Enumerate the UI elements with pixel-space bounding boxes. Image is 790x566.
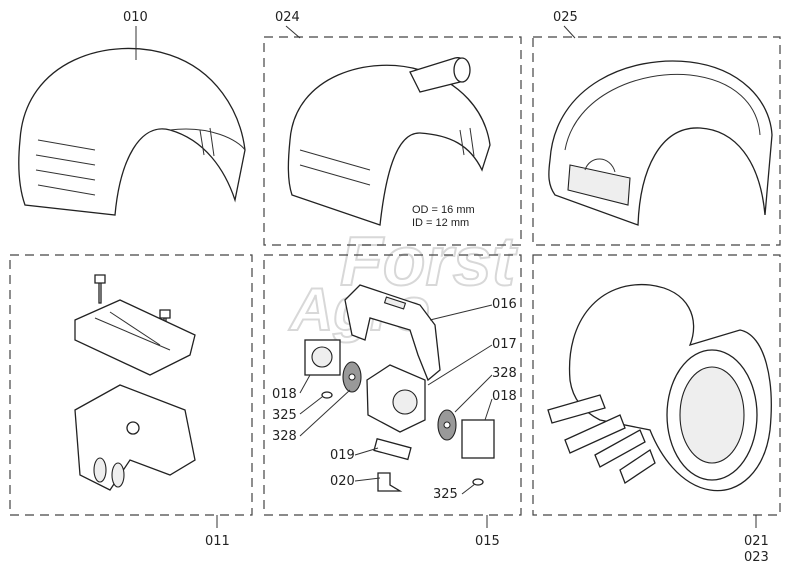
part-021-pulsator-body xyxy=(547,283,772,492)
part-016-bracket xyxy=(344,284,441,382)
svg-text:328: 328 xyxy=(492,366,517,381)
part-328-disc-right xyxy=(437,409,457,441)
group-box-024 xyxy=(263,36,522,246)
group-box-015 xyxy=(263,254,522,516)
part-010-cover xyxy=(18,47,246,216)
group-box-025 xyxy=(532,36,781,246)
svg-text:010: 010 xyxy=(123,10,148,25)
part-011-clamp xyxy=(74,274,196,491)
svg-text:023: 023 xyxy=(744,550,769,565)
svg-text:020: 020 xyxy=(330,474,355,489)
group-box-011 xyxy=(9,254,253,516)
svg-text:016: 016 xyxy=(492,297,517,312)
svg-text:011: 011 xyxy=(205,534,230,549)
svg-text:019: 019 xyxy=(330,448,355,463)
svg-text:015: 015 xyxy=(475,534,500,549)
leader-lines-015 xyxy=(299,304,493,528)
svg-text:021: 021 xyxy=(744,534,769,549)
svg-text:ID = 12 mm: ID = 12 mm xyxy=(412,217,469,229)
svg-text:325: 325 xyxy=(272,408,297,423)
part-328-disc-left xyxy=(342,361,362,393)
part-017-housing xyxy=(366,364,426,433)
part-018-valve-right xyxy=(461,419,495,459)
svg-text:024: 024 xyxy=(275,10,300,25)
svg-text:018: 018 xyxy=(492,389,517,404)
svg-text:325: 325 xyxy=(433,487,458,502)
svg-text:025: 025 xyxy=(553,10,578,25)
part-325-oring-right xyxy=(472,478,484,486)
part-025-cover xyxy=(548,60,773,226)
svg-text:328: 328 xyxy=(272,429,297,444)
part-325-oring-left xyxy=(321,391,333,399)
svg-text:OD = 16 mm: OD = 16 mm xyxy=(412,204,475,216)
part-020-plug xyxy=(377,472,403,492)
part-019-connector xyxy=(373,438,412,461)
part-024-cover xyxy=(287,57,491,226)
part-018-valve-left xyxy=(304,339,341,376)
svg-text:018: 018 xyxy=(272,387,297,402)
group-box-021 xyxy=(532,254,781,516)
svg-text:017: 017 xyxy=(492,337,517,352)
